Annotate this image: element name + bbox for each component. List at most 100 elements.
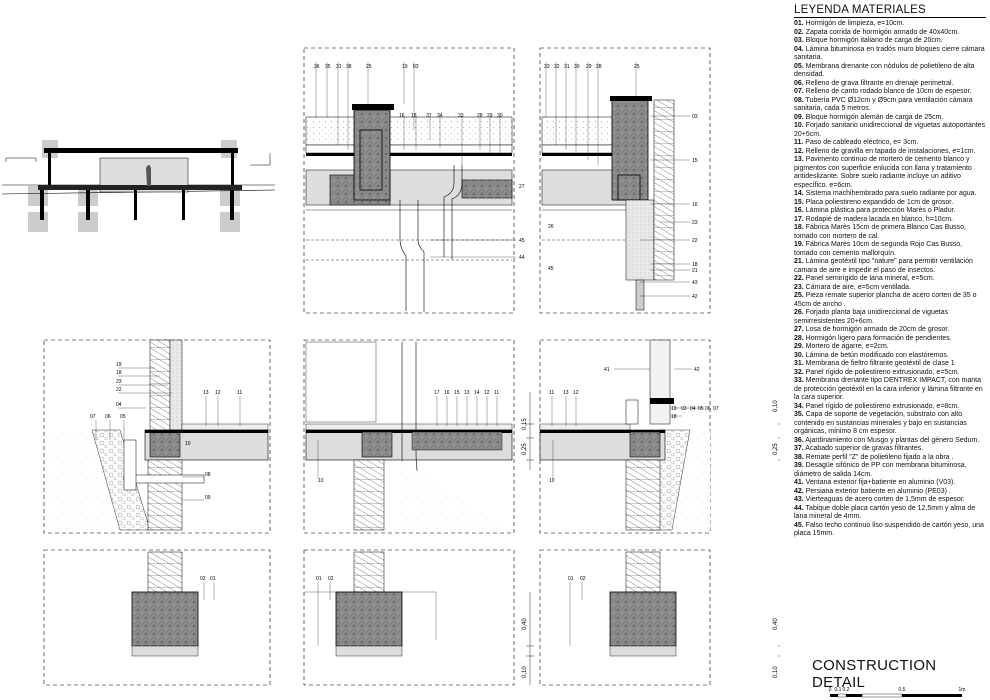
legend-item: 28. Hormigón ligero para formación de pe… <box>794 335 986 344</box>
legend-item-code: 17. <box>794 215 804 223</box>
callout-12: 12 <box>573 390 579 396</box>
legend-item: 34. Panel rígido de poliestireno extrusi… <box>794 403 986 412</box>
legend-item-text: Relleno de grava filtrante en drenaje pe… <box>803 79 954 87</box>
legend-item: 27. Losa de hormigón armado de 20cm de g… <box>794 326 986 335</box>
callout-01: 01 <box>316 576 322 582</box>
legend-item-text: Zapata corrida de hormigón armado de 40x… <box>803 28 960 36</box>
legend-list: 01. Hormigón de limpieza, e=10cm.02. Zap… <box>794 20 986 539</box>
legend-item-code: 22. <box>794 275 804 282</box>
callout-19: 19 <box>116 362 122 368</box>
dim-bottom-left-0: 0,40 <box>522 618 528 630</box>
legend-item: 16. Lámina plástica para protección Marè… <box>794 207 986 216</box>
legend-item-text: Mortero de agarre, e=2cm. <box>803 343 889 350</box>
callout-05: 05 <box>698 406 704 412</box>
legend-item-text: Forjado planta baja unidireccional de vi… <box>794 309 949 325</box>
callout-29: 29 <box>487 113 493 119</box>
section-key-plan <box>1 140 276 232</box>
callout-22: 22 <box>692 238 698 244</box>
legend-item: 12. Relleno de gravilla en tapado de ins… <box>794 148 986 157</box>
legend-item-text: Paso de cableado eléctrico, e= 3cm. <box>803 139 919 146</box>
callout-44: 44 <box>519 255 525 261</box>
legend-item: 19. Fábrica Marès 10cm de segunda Rojo C… <box>794 241 986 258</box>
legend-item-text: Remate perfil "Z" de polietileno fijado … <box>803 453 954 461</box>
legend-item: 31. Membrana de fieltro filtrante geotéx… <box>794 360 986 369</box>
callout-01: 01 <box>210 576 216 582</box>
callout-03: 03 <box>681 406 687 412</box>
callout-09: 09 <box>205 495 211 501</box>
legend-item-code: 13. <box>794 156 804 163</box>
legend-item: 02. Zapata corrida de hormigón armado de… <box>794 29 986 38</box>
dim-mid-right-0: 0,10 <box>773 400 779 412</box>
legend-item: 06. Relleno de grava filtrante en drenaj… <box>794 80 986 89</box>
callout-05: 05 <box>120 414 126 420</box>
dim-mid-left-0: 0,15 <box>522 418 528 430</box>
callout-23: 23 <box>116 379 122 385</box>
materials-legend: LEYENDA MATERIALES 01. Hormigón de limpi… <box>794 4 986 644</box>
legend-item: 35. Capa de soporte de vegetación, subst… <box>794 411 986 437</box>
dim-bottom-right-0: 0,40 <box>773 618 779 630</box>
legend-item: 30. Lámina de betún modificado con elast… <box>794 352 986 361</box>
callout-11: 11 <box>549 390 554 396</box>
legend-item-text: Tabique doble placa cartón yeso de 12,5m… <box>794 504 976 521</box>
callout-04: 04 <box>690 406 696 412</box>
legend-item-text: Losa de hormigón armado de 20cm de groso… <box>803 326 950 333</box>
drawing-title: CONSTRUCTION DETAIL <box>812 657 937 691</box>
callout-19: 19 <box>671 406 677 412</box>
callout-10: 10 <box>549 478 555 484</box>
legend-item-text: Capa de soporte de vegetación, substrato… <box>794 411 967 435</box>
callout-41: 41 <box>604 367 610 373</box>
legend-item: 14. Sistema machihembrado para suelo rad… <box>794 190 986 199</box>
callouts-foundation-right: 41 42 11 13 12 19 03 04 05 06 07 18 10 <box>549 367 719 484</box>
callout-16: 16 <box>692 202 698 208</box>
callout-27: 27 <box>519 184 525 190</box>
legend-item-text: Acabado superior de gravas filtrantes. <box>803 445 924 452</box>
legend-item-code: 35. <box>794 411 804 418</box>
callout-03: 03 <box>413 64 419 70</box>
legend-item: 36. Ajardinamiento con Musgo y plantas d… <box>794 437 986 446</box>
dim-bottom-left-1: 0,10 <box>522 666 528 678</box>
detail-foundation-center <box>305 341 513 531</box>
callout-30: 30 <box>497 113 503 119</box>
legend-item-code: 28. <box>794 334 804 342</box>
callout-38: 38 <box>346 64 352 70</box>
callout-18: 18 <box>671 414 677 420</box>
dimension-lines <box>526 392 780 685</box>
legend-item: 11. Paso de cableado eléctrico, e= 3cm. <box>794 139 986 148</box>
construction-detail-drawing: 36 35 31 38 25 19 03 16 18 37 34 33 28 2… <box>1 47 780 686</box>
legend-item-text: Lámina de betún modificado con elastórem… <box>803 351 949 359</box>
callout-29: 29 <box>586 64 592 70</box>
callouts-roof-center: 36 35 31 38 25 19 03 16 18 37 34 33 28 2… <box>314 62 525 261</box>
legend-item-code: 05. <box>794 62 804 70</box>
legend-item-text: Hormigón ligero para formación de pendie… <box>803 334 952 342</box>
legend-title: LEYENDA MATERIALES <box>794 4 986 18</box>
legend-item-text: Falso techo continuo liso suspendido de … <box>794 521 984 538</box>
legend-item-code: 16. <box>794 207 804 214</box>
callout-31: 31 <box>336 64 342 70</box>
detail-foundation-left <box>46 339 269 531</box>
legend-item-code: 11. <box>794 139 804 146</box>
legend-item-text: Ventana exterior fija+batiente en alumin… <box>803 479 956 486</box>
legend-item-code: 08. <box>794 96 804 104</box>
legend-item-code: 01. <box>794 20 804 27</box>
callout-28: 28 <box>477 113 483 119</box>
legend-item-text: Vierteaguas de acero corten de 1,5mm de … <box>803 496 965 503</box>
callout-18: 18 <box>116 370 122 376</box>
legend-item: 21. Lámina geotéxtil tipo "nature" para … <box>794 258 986 275</box>
legend-item-text: Pavimento continuo de mortero de cemento… <box>794 156 972 189</box>
callout-30: 30 <box>574 64 580 70</box>
callout-07: 07 <box>90 414 96 420</box>
dimension-labels: 0,15 0,25 0,10 0,25 0,40 0,10 0,40 0,10 <box>522 400 779 678</box>
legend-item-text: Desagüe sifónico de PP con membrana bitu… <box>794 462 967 478</box>
legend-item-text: Membrana drenante tipo DENTREX IMPACT, c… <box>794 377 983 401</box>
legend-item: 32. Panel rígido de poliestireno extrusi… <box>794 369 986 378</box>
legend-item-text: Tubería PVC Ø12cm y Ø9cm para ventilació… <box>794 96 973 113</box>
legend-item-text: Hormigón de limpieza, e=10cm. <box>803 20 905 27</box>
callout-16: 16 <box>399 113 405 119</box>
legend-item-code: 14. <box>794 190 804 197</box>
legend-item-code: 10. <box>794 122 804 129</box>
callout-02: 02 <box>580 576 586 582</box>
legend-item: 37. Acabado superior de gravas filtrante… <box>794 445 986 454</box>
callouts-foundation-center: 17 16 15 13 14 12 11 10 <box>317 390 499 484</box>
callout-10: 10 <box>318 478 324 484</box>
legend-item-code: 02. <box>794 28 804 36</box>
